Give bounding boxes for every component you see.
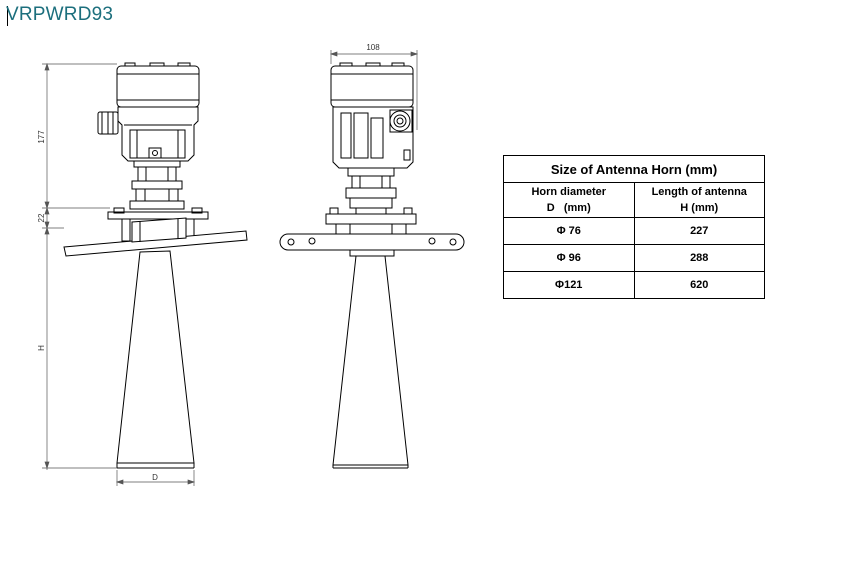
cell-length: 227 — [633, 217, 765, 245]
header-horn-diameter-line1: Horn diameter — [531, 186, 607, 198]
table-title: Size of Antenna Horn (mm) — [503, 155, 765, 183]
header-antenna-length: Length of antenna H (mm) — [633, 182, 765, 218]
table-row: Φ121 620 — [503, 271, 765, 299]
table-row: Φ 96 288 — [503, 244, 765, 272]
dim-label-h: H — [37, 345, 46, 351]
table-row: Φ 76 227 — [503, 217, 765, 245]
cell-length: 620 — [633, 271, 765, 299]
cell-diameter: Φ 96 — [503, 244, 635, 272]
cell-length: 288 — [633, 244, 765, 272]
side-view — [279, 62, 465, 469]
dim-label-108: 108 — [366, 43, 380, 52]
left-dimensions — [42, 62, 196, 486]
cell-diameter: Φ121 — [503, 271, 635, 299]
top-dimension — [329, 50, 419, 130]
dim-label-177: 177 — [37, 130, 46, 144]
front-view — [63, 62, 248, 469]
header-horn-diameter-line2: D (mm) — [546, 202, 591, 214]
antenna-size-table: Size of Antenna Horn (mm) Horn diameter … — [503, 155, 765, 299]
text-cursor — [7, 6, 8, 26]
page-title: VRPWRD93 — [6, 4, 114, 25]
dim-label-22: 22 — [37, 213, 46, 222]
table-header-row: Horn diameter D (mm) Length of antenna H… — [503, 182, 765, 218]
header-horn-diameter: Horn diameter D (mm) — [503, 182, 635, 218]
table-title-row: Size of Antenna Horn (mm) — [503, 155, 765, 183]
dim-label-d: D — [152, 473, 158, 482]
header-antenna-length-line1: Length of antenna — [651, 186, 747, 198]
header-antenna-length-line2: H (mm) — [680, 202, 719, 214]
cell-diameter: Φ 76 — [503, 217, 635, 245]
